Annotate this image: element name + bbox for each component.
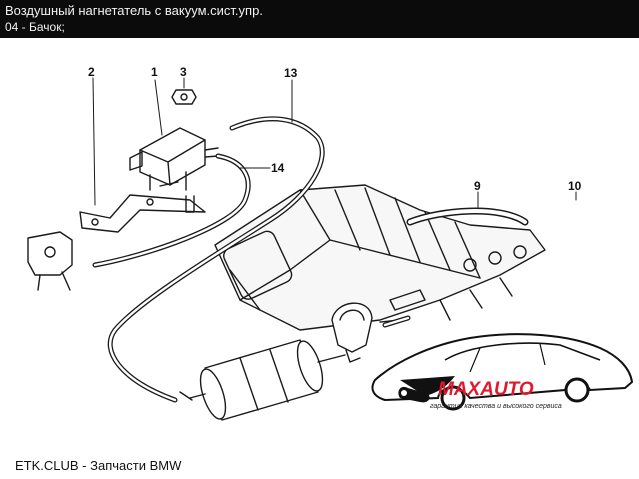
maxauto-logo: MAXAUTO гарантия качества и высокого сер… bbox=[371, 333, 634, 411]
bracket-drawing bbox=[79, 194, 206, 233]
callout-2: 2 bbox=[88, 65, 95, 79]
page-subtitle: 04 - Бачок; bbox=[5, 20, 65, 34]
logo-tagline: гарантия качества и высокого сервиса bbox=[430, 403, 562, 410]
logo-brand-text: MAXAUTO bbox=[438, 379, 534, 400]
nut-drawing bbox=[171, 89, 197, 105]
callout-9: 9 bbox=[474, 179, 481, 193]
callout-14: 14 bbox=[271, 161, 285, 175]
vacuum-valve-drawing bbox=[129, 127, 219, 191]
callout-3: 3 bbox=[180, 65, 187, 79]
callout-1: 1 bbox=[151, 65, 158, 79]
clamp-drawing bbox=[331, 302, 373, 363]
parts-diagram: 1 2 3 13 14 9 10 MAXAUTO гарантия качест… bbox=[27, 65, 634, 421]
footer-text: ETK.CLUB - Запчасти BMW bbox=[15, 458, 182, 473]
leader-lines bbox=[92, 77, 577, 209]
page-title: Воздушный нагнетатель с вакуум.сист.упр. bbox=[5, 3, 263, 18]
fitting-drawing bbox=[27, 231, 73, 291]
callout-13: 13 bbox=[284, 66, 298, 80]
header-bar: Воздушный нагнетатель с вакуум.сист.упр.… bbox=[0, 0, 639, 38]
callout-10: 10 bbox=[568, 179, 582, 193]
filter-canister-drawing bbox=[179, 339, 346, 421]
intake-manifold-drawing bbox=[214, 184, 546, 331]
